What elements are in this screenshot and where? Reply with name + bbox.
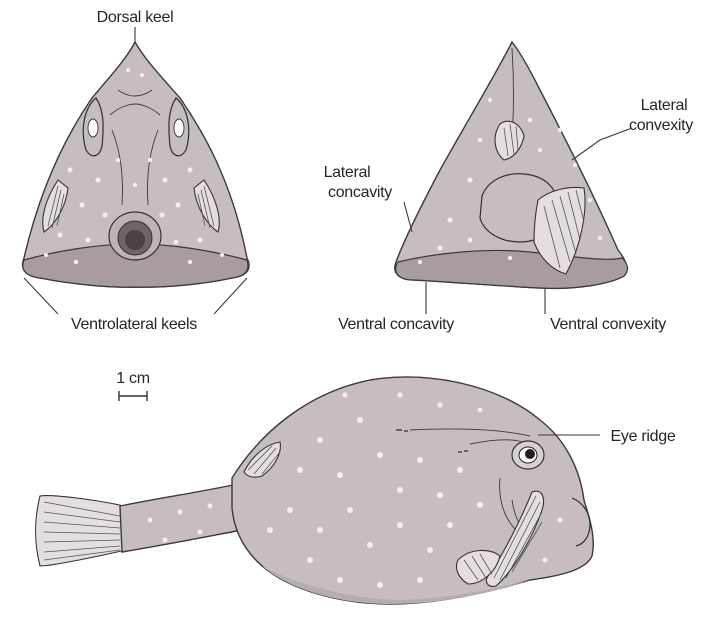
label-ventral-concavity: Ventral concavity (338, 316, 454, 333)
front-view-fish (23, 42, 249, 287)
side-view-body (232, 377, 593, 604)
label-lateral-concavity-line1: Lateral (324, 164, 371, 181)
side-view-fish (36, 377, 594, 604)
leader-lateral-concavity (404, 202, 412, 232)
leader-ventrolateral-left (24, 278, 58, 314)
label-dorsal-keel: Dorsal keel (97, 9, 174, 26)
side-view-caudal-peduncle (120, 484, 242, 552)
label-eye-ridge: Eye ridge (611, 428, 676, 445)
leader-lateral-convexity (572, 128, 632, 160)
leader-ventrolateral-right (214, 278, 247, 314)
scale-bar (119, 391, 147, 401)
label-ventral-convexity: Ventral convexity (550, 316, 666, 333)
label-ventrolateral-keels: Ventrolateral keels (71, 316, 197, 333)
oblique-view-fish (395, 42, 628, 288)
label-lateral-convexity-line2: convexity (629, 117, 693, 134)
label-scale-bar: 1 cm (116, 370, 149, 387)
label-lateral-convexity-line1: Lateral (641, 97, 688, 114)
label-lateral-concavity-line2: concavity (328, 184, 392, 201)
